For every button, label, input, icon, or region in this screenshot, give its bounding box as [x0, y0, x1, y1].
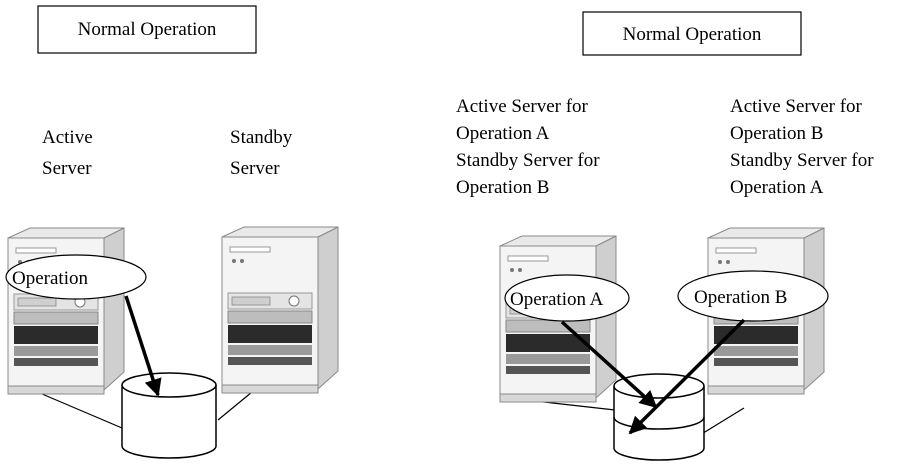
right-title: Normal Operation [623, 24, 762, 45]
shared-disk-icon [121, 372, 217, 459]
server-b-to-disk-line [699, 407, 745, 436]
left-title-box [37, 5, 257, 54]
left-title: Normal Operation [78, 19, 217, 40]
right-title-box [582, 11, 802, 56]
standby-server-label: Standby Server [230, 127, 297, 179]
operation-label: Operation [12, 268, 88, 289]
server-b-label-line2: Operation B [730, 123, 823, 144]
operation-a-label: Operation A [510, 289, 604, 310]
active-server-label: Active Server [42, 127, 97, 179]
operation-arrow [124, 295, 162, 397]
operation-bubble [5, 254, 147, 300]
operation-b-arrow [628, 318, 746, 435]
server-b-label: Active Server for Operation B Standby Se… [730, 96, 878, 198]
active-server-icon [7, 227, 125, 395]
standby-server-label-line1: Standby [230, 127, 293, 148]
server-b-label-line4: Operation A [730, 177, 824, 198]
standby-to-disk-line [217, 391, 253, 421]
standby-server-label-line2: Server [230, 158, 280, 179]
server-a-label-line4: Operation B [456, 177, 549, 198]
server-b-label-line3: Standby Server for [730, 150, 874, 171]
server-a-label: Active Server for Operation A Standby Se… [456, 96, 604, 198]
server-a-label-line1: Active Server for [456, 96, 589, 117]
operation-a-bubble [504, 274, 630, 322]
operation-b-label: Operation B [694, 287, 787, 308]
partitioned-disk-icon [613, 373, 705, 461]
active-server-label-line2: Server [42, 158, 92, 179]
operation-b-bubble [677, 270, 829, 322]
active-server-label-line1: Active [42, 127, 93, 148]
operation-a-arrow [560, 320, 658, 409]
active-to-disk-line [27, 387, 123, 429]
server-a-label-line3: Standby Server for [456, 150, 600, 171]
server-a-label-line2: Operation A [456, 123, 550, 144]
server-b-label-line1: Active Server for [730, 96, 863, 117]
standby-server-icon [221, 226, 339, 394]
